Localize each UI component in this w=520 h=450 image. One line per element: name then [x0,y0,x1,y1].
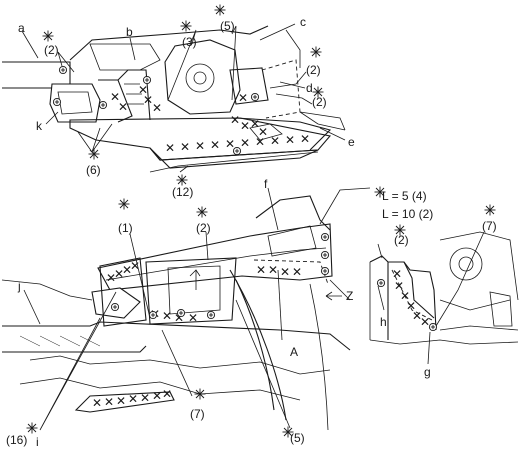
length-spec-1: L = 5 (4) [382,189,427,203]
svg-text:✕: ✕ [180,140,190,154]
detail-view: ✕ ✕ ✕ ✕ ✕ ✕ L = 5 (4) L = 10 (2) (2) (7)… [369,186,519,379]
top-weld-marks: ✕ ✕ ✕ ✕ ✕ ✕ ✕ ✕ ✕ ✕ ✕ ✕ ✕ ✕ ✕ ✕ ✕ ✕ ✕ ✕ [110,83,310,155]
label-g: g [424,365,431,379]
label-qty-16: (16) [6,433,27,447]
svg-text:✕: ✕ [106,271,116,285]
svg-text:✕: ✕ [116,394,126,408]
label-qty-2-right-top: (2) [306,63,321,77]
label-b: b [126,25,133,39]
svg-text:✕: ✕ [195,139,205,153]
svg-text:✕: ✕ [300,132,310,146]
label-Z: Z [346,289,353,303]
svg-text:✕: ✕ [110,90,120,104]
svg-text:✕: ✕ [394,279,404,293]
svg-text:✕: ✕ [210,138,220,152]
svg-text:✕: ✕ [152,389,162,403]
svg-text:✕: ✕ [400,289,410,303]
label-i: i [36,435,39,449]
svg-text:✕: ✕ [188,311,198,325]
svg-text:✕: ✕ [152,101,162,115]
svg-text:✕: ✕ [285,133,295,147]
svg-text:✕: ✕ [114,267,124,281]
label-qty-7-detail: (7) [482,219,497,233]
svg-text:✕: ✕ [268,263,278,277]
label-qty-5: (5) [220,19,235,33]
label-qty-1: (1) [118,221,133,235]
svg-text:✕: ✕ [128,392,138,406]
svg-text:✕: ✕ [138,83,148,97]
svg-text:✕: ✕ [140,391,150,405]
svg-text:✕: ✕ [162,387,172,401]
label-a: a [18,21,25,35]
svg-text:✕: ✕ [143,93,153,107]
label-A: A [290,345,298,359]
svg-text:✕: ✕ [174,311,184,325]
svg-text:✕: ✕ [258,125,268,139]
svg-text:✕: ✕ [118,100,128,114]
svg-text:✕: ✕ [292,265,302,279]
svg-text:✕: ✕ [130,259,140,273]
bottom-weld-marks: ✕ ✕ ✕ ✕ ✕ ✕ ✕ ✕ ✕ ✕ ✕ ✕ ✕ ✕ ✕ ✕ ✕ ✕ ✕ [92,259,302,410]
svg-text:✕: ✕ [240,136,250,150]
svg-text:✕: ✕ [240,119,250,133]
top-view: ✕ ✕ ✕ ✕ ✕ ✕ ✕ ✕ ✕ ✕ ✕ ✕ ✕ ✕ ✕ ✕ ✕ ✕ ✕ ✕ [2,4,355,199]
label-c: c [300,15,306,29]
label-qty-2-left: (2) [44,43,59,57]
label-k: k [36,119,43,133]
label-j: j [17,279,21,293]
svg-text:✕: ✕ [162,309,172,323]
bottom-view: ✕ ✕ ✕ ✕ ✕ ✕ ✕ ✕ ✕ ✕ ✕ ✕ ✕ ✕ ✕ ✕ ✕ ✕ ✕ [1,177,371,449]
svg-text:✕: ✕ [280,265,290,279]
label-qty-5: (5) [290,431,305,445]
detail-weld-marks: ✕ ✕ ✕ ✕ ✕ ✕ [392,267,430,329]
label-qty-2-right-bottom: (2) [312,95,327,109]
svg-text:✕: ✕ [256,263,266,277]
label-f: f [264,177,268,191]
svg-text:✕: ✕ [225,137,235,151]
svg-text:✕: ✕ [238,91,248,105]
label-h: h [380,315,387,329]
svg-text:✕: ✕ [270,134,280,148]
svg-text:✕: ✕ [420,315,430,329]
label-d: d [306,81,313,95]
label-qty-6: (6) [86,163,101,177]
label-qty-7: (7) [190,407,205,421]
svg-text:✕: ✕ [392,267,402,281]
svg-text:✕: ✕ [406,299,416,313]
label-qty-12: (12) [172,185,193,199]
svg-text:✕: ✕ [412,309,422,323]
svg-text:✕: ✕ [230,113,240,127]
label-qty-2: (2) [196,221,211,235]
svg-text:✕: ✕ [250,117,260,131]
svg-text:✕: ✕ [104,395,114,409]
label-qty-3: (3) [182,35,197,49]
label-qty-2-detail: (2) [394,233,409,247]
svg-text:✕: ✕ [122,263,132,277]
length-spec-2: L = 10 (2) [382,207,433,221]
svg-text:✕: ✕ [165,141,175,155]
label-e: e [348,135,355,149]
svg-text:✕: ✕ [255,135,265,149]
svg-text:✕: ✕ [92,396,102,410]
